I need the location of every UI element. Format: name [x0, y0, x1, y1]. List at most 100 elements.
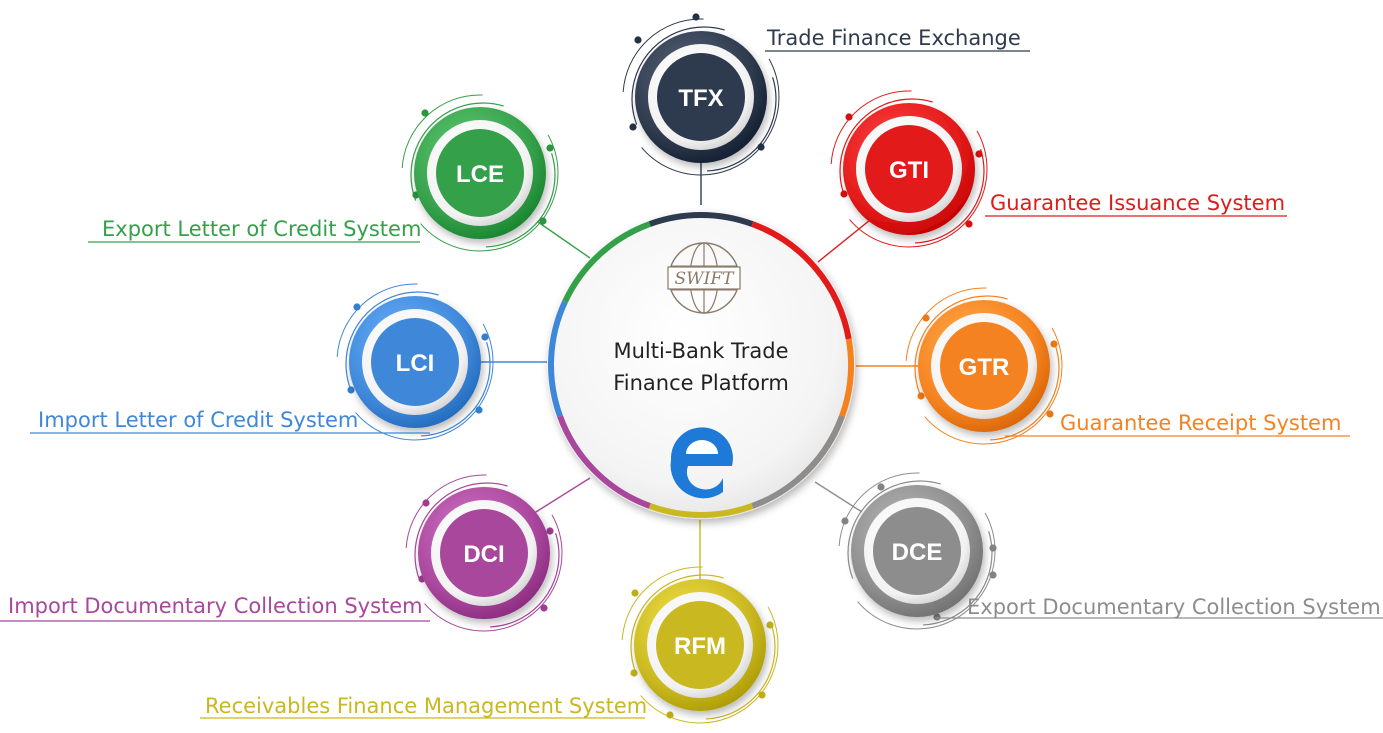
ring-segment-lci	[548, 300, 568, 418]
orbit-dot-gti	[975, 150, 983, 158]
orbit-dot-rfm	[631, 589, 639, 597]
node-rfm: RFM Receivables Finance Management System	[200, 566, 779, 724]
connector-dce	[814, 481, 863, 513]
orbit-ring-tfx	[622, 18, 780, 176]
orbit-dot-gtr	[1050, 340, 1058, 348]
node-inner-gtr	[940, 322, 1028, 410]
orbit-ring-lci	[336, 283, 494, 441]
node-dci: DCI Import Documentary Collection System	[0, 474, 563, 632]
orbit-ring-inner-lce	[410, 102, 556, 248]
orbit-dot-dce	[841, 517, 849, 525]
ring-segment-tfx	[648, 212, 754, 227]
edge-browser-icon	[670, 427, 733, 499]
orbit-dot-lce	[546, 144, 554, 152]
node-gtr: GTR Guarantee Receipt System	[905, 287, 1350, 445]
orbit-dot-tfx	[757, 143, 765, 151]
node-abbr-dci: DCI	[463, 541, 504, 568]
node-abbr-gti: GTI	[889, 157, 929, 184]
connector-lines	[481, 163, 918, 579]
orbit-dot-lci	[475, 406, 483, 414]
orbit-dot-gtr	[1046, 410, 1054, 418]
node-abbr-lci: LCI	[396, 350, 435, 377]
orbit-ring-gti	[830, 90, 988, 248]
orbit-dot-dce	[933, 613, 941, 621]
node-inner-rfm	[656, 601, 744, 689]
orbit-dot-lce	[421, 109, 429, 117]
orbit-ring-inner-rfm	[630, 574, 776, 720]
orbit-dot-rfm	[630, 669, 638, 677]
orbit-dot-dce	[989, 571, 997, 579]
orbit-dot-rfm	[666, 711, 674, 719]
orbit-ring-dce	[838, 472, 996, 630]
node-title-lci: Import Letter of Credit System	[38, 408, 358, 432]
orbit-dot-dce	[989, 544, 997, 552]
node-inner-tfx	[657, 53, 745, 141]
orbit-dot-gti	[965, 220, 973, 228]
node-lce: LCE Export Letter of Credit System	[88, 94, 559, 252]
node-inner-lce	[436, 129, 524, 217]
orbit-ring-inner-tfx	[631, 26, 777, 172]
node-title-rfm: Receivables Finance Management System	[205, 694, 647, 718]
orbit-ring-inner-lci	[345, 291, 491, 437]
ring-segment-dci	[557, 415, 651, 509]
node-abbr-dce: DCE	[892, 539, 943, 566]
node-lci: LCI Import Letter of Credit System	[30, 283, 494, 441]
orbit-dot-lci	[347, 386, 355, 394]
node-title-dce: Export Documentary Collection System	[967, 595, 1381, 619]
ring-segment-gti	[751, 221, 852, 340]
node-dce: DCE Export Documentary Collection System	[838, 472, 1383, 630]
center-title-line-1: Multi-Bank Trade	[613, 339, 788, 363]
node-abbr-gtr: GTR	[959, 354, 1010, 381]
orbit-dot-gtr	[917, 392, 925, 400]
center-color-ring	[548, 212, 854, 518]
node-abbr-tfx: TFX	[678, 85, 723, 112]
node-inner-dci	[440, 509, 528, 597]
node-title-dci: Import Documentary Collection System	[8, 594, 423, 618]
orbit-ring-inner-dce	[847, 480, 993, 626]
node-abbr-lce: LCE	[456, 161, 504, 188]
node-inner-gti	[865, 125, 953, 213]
orbit-dot-lce	[539, 217, 547, 225]
node-abbr-rfm: RFM	[674, 633, 726, 660]
orbit-dot-lci	[353, 303, 361, 311]
orbit-dot-dci	[422, 499, 430, 507]
connector-lce	[537, 221, 591, 259]
orbit-dot-rfm	[758, 691, 766, 699]
node-inner-lci	[371, 318, 459, 406]
orbit-ring-inner-dci	[414, 482, 560, 628]
orbit-ring-lce	[401, 94, 559, 252]
center-title-line-2: Finance Platform	[613, 371, 789, 395]
orbit-dot-tfx	[634, 36, 642, 44]
orbit-dot-tfx	[692, 13, 700, 21]
orbit-dot-gti	[845, 113, 853, 121]
orbit-ring-inner-gti	[839, 98, 985, 244]
node-title-gti: Guarantee Issuance System	[990, 191, 1285, 215]
orbit-dot-dce	[877, 483, 885, 491]
node-title-gtr: Guarantee Receipt System	[1060, 411, 1341, 435]
node-title-lce: Export Letter of Credit System	[102, 217, 421, 241]
orbit-dot-rfm	[766, 621, 774, 629]
connector-dci	[527, 477, 591, 518]
node-inner-dce	[873, 507, 961, 595]
ring-segment-rfm	[648, 503, 754, 518]
swift-logo-text: SWIFT	[675, 269, 736, 289]
orbit-dot-tfx	[629, 123, 637, 131]
orbit-ring-gtr	[905, 287, 1063, 445]
center-circle	[547, 211, 855, 519]
connector-gti	[817, 219, 871, 263]
node-tfx: TFX Trade Finance Exchange	[622, 13, 1030, 176]
swift-logo: SWIFT	[667, 242, 741, 314]
center-hub: SWIFT Multi-Bank Trade Finance Platform	[547, 211, 855, 519]
ring-segment-dce	[751, 415, 845, 509]
orbit-ring-dci	[405, 474, 563, 632]
orbit-dot-lci	[481, 333, 489, 341]
orbit-ring-rfm	[621, 566, 779, 724]
ring-segment-lce	[562, 221, 651, 303]
orbit-dot-dci	[546, 527, 554, 535]
orbit-dot-gti	[840, 190, 848, 198]
orbit-ring-inner-gtr	[914, 295, 1060, 441]
node-title-tfx: Trade Finance Exchange	[766, 26, 1021, 50]
